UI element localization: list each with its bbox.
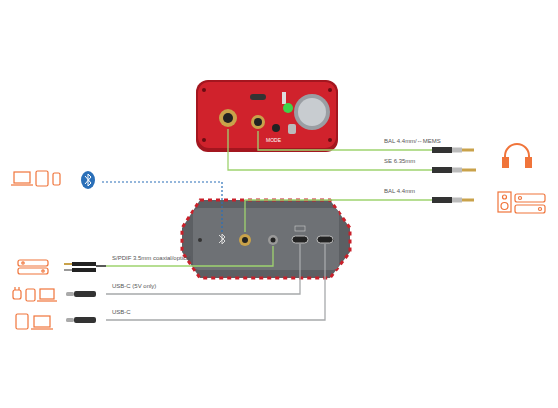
usb-c-port: [292, 236, 308, 243]
jack-hole: [254, 118, 262, 126]
spdif-plugs: [64, 262, 106, 272]
connection-label: USB-C (5V only): [112, 283, 156, 290]
wire: [106, 246, 273, 266]
spdif-source-icon: [18, 260, 48, 274]
switch: [288, 124, 296, 134]
connection-label: BAL 4.4mm: [384, 188, 415, 195]
connection-label: SE 6.35mm: [384, 158, 415, 165]
wire: [106, 244, 325, 320]
control-label: MODE: [266, 137, 281, 143]
device-face: [198, 82, 336, 148]
plug: [432, 197, 474, 203]
selector: [282, 92, 286, 104]
plug: [432, 167, 476, 173]
jack-635: [219, 109, 237, 127]
led: [283, 103, 293, 113]
usb-plug: [66, 291, 96, 297]
connection-label: BAL 4.4mm/⇔MEMS: [384, 138, 441, 145]
screw: [198, 238, 202, 242]
jack-44: [251, 115, 265, 129]
screw: [328, 88, 332, 92]
wire: [245, 200, 432, 232]
switch: [250, 94, 266, 100]
power-icons: [13, 287, 57, 301]
jack-35: [268, 235, 278, 245]
headphone-icon: [503, 144, 531, 167]
device-body: [196, 80, 338, 152]
jack-hole: [242, 237, 248, 243]
wire: [106, 244, 300, 294]
speaker-icon: [498, 192, 545, 213]
rear-panel: [193, 208, 339, 270]
screw: [202, 88, 206, 92]
screw: [202, 138, 206, 142]
usb-source-icons: [16, 314, 53, 329]
knob-top: [298, 98, 326, 126]
source-icons: [11, 171, 60, 186]
bluetooth-mark: [219, 234, 225, 244]
connection-label: USB-C: [112, 309, 131, 316]
jack-44: [239, 234, 251, 246]
volume-knob: [294, 94, 330, 130]
bluetooth-icon: [81, 171, 95, 189]
connection-label: S/PDIF 3.5mm coaxial/optical: [112, 255, 191, 262]
wires: [106, 129, 432, 266]
jack-hole: [223, 113, 233, 123]
plug: [432, 147, 474, 153]
screw: [328, 138, 332, 142]
port-mark: [295, 226, 305, 231]
jack-hole: [271, 238, 276, 243]
bluetooth-link: [100, 182, 222, 232]
wire: [228, 129, 432, 170]
usb-plug: [66, 317, 96, 323]
usb-c-port: [317, 236, 333, 243]
mode-button: [272, 124, 280, 132]
usb-wires: [106, 244, 325, 320]
